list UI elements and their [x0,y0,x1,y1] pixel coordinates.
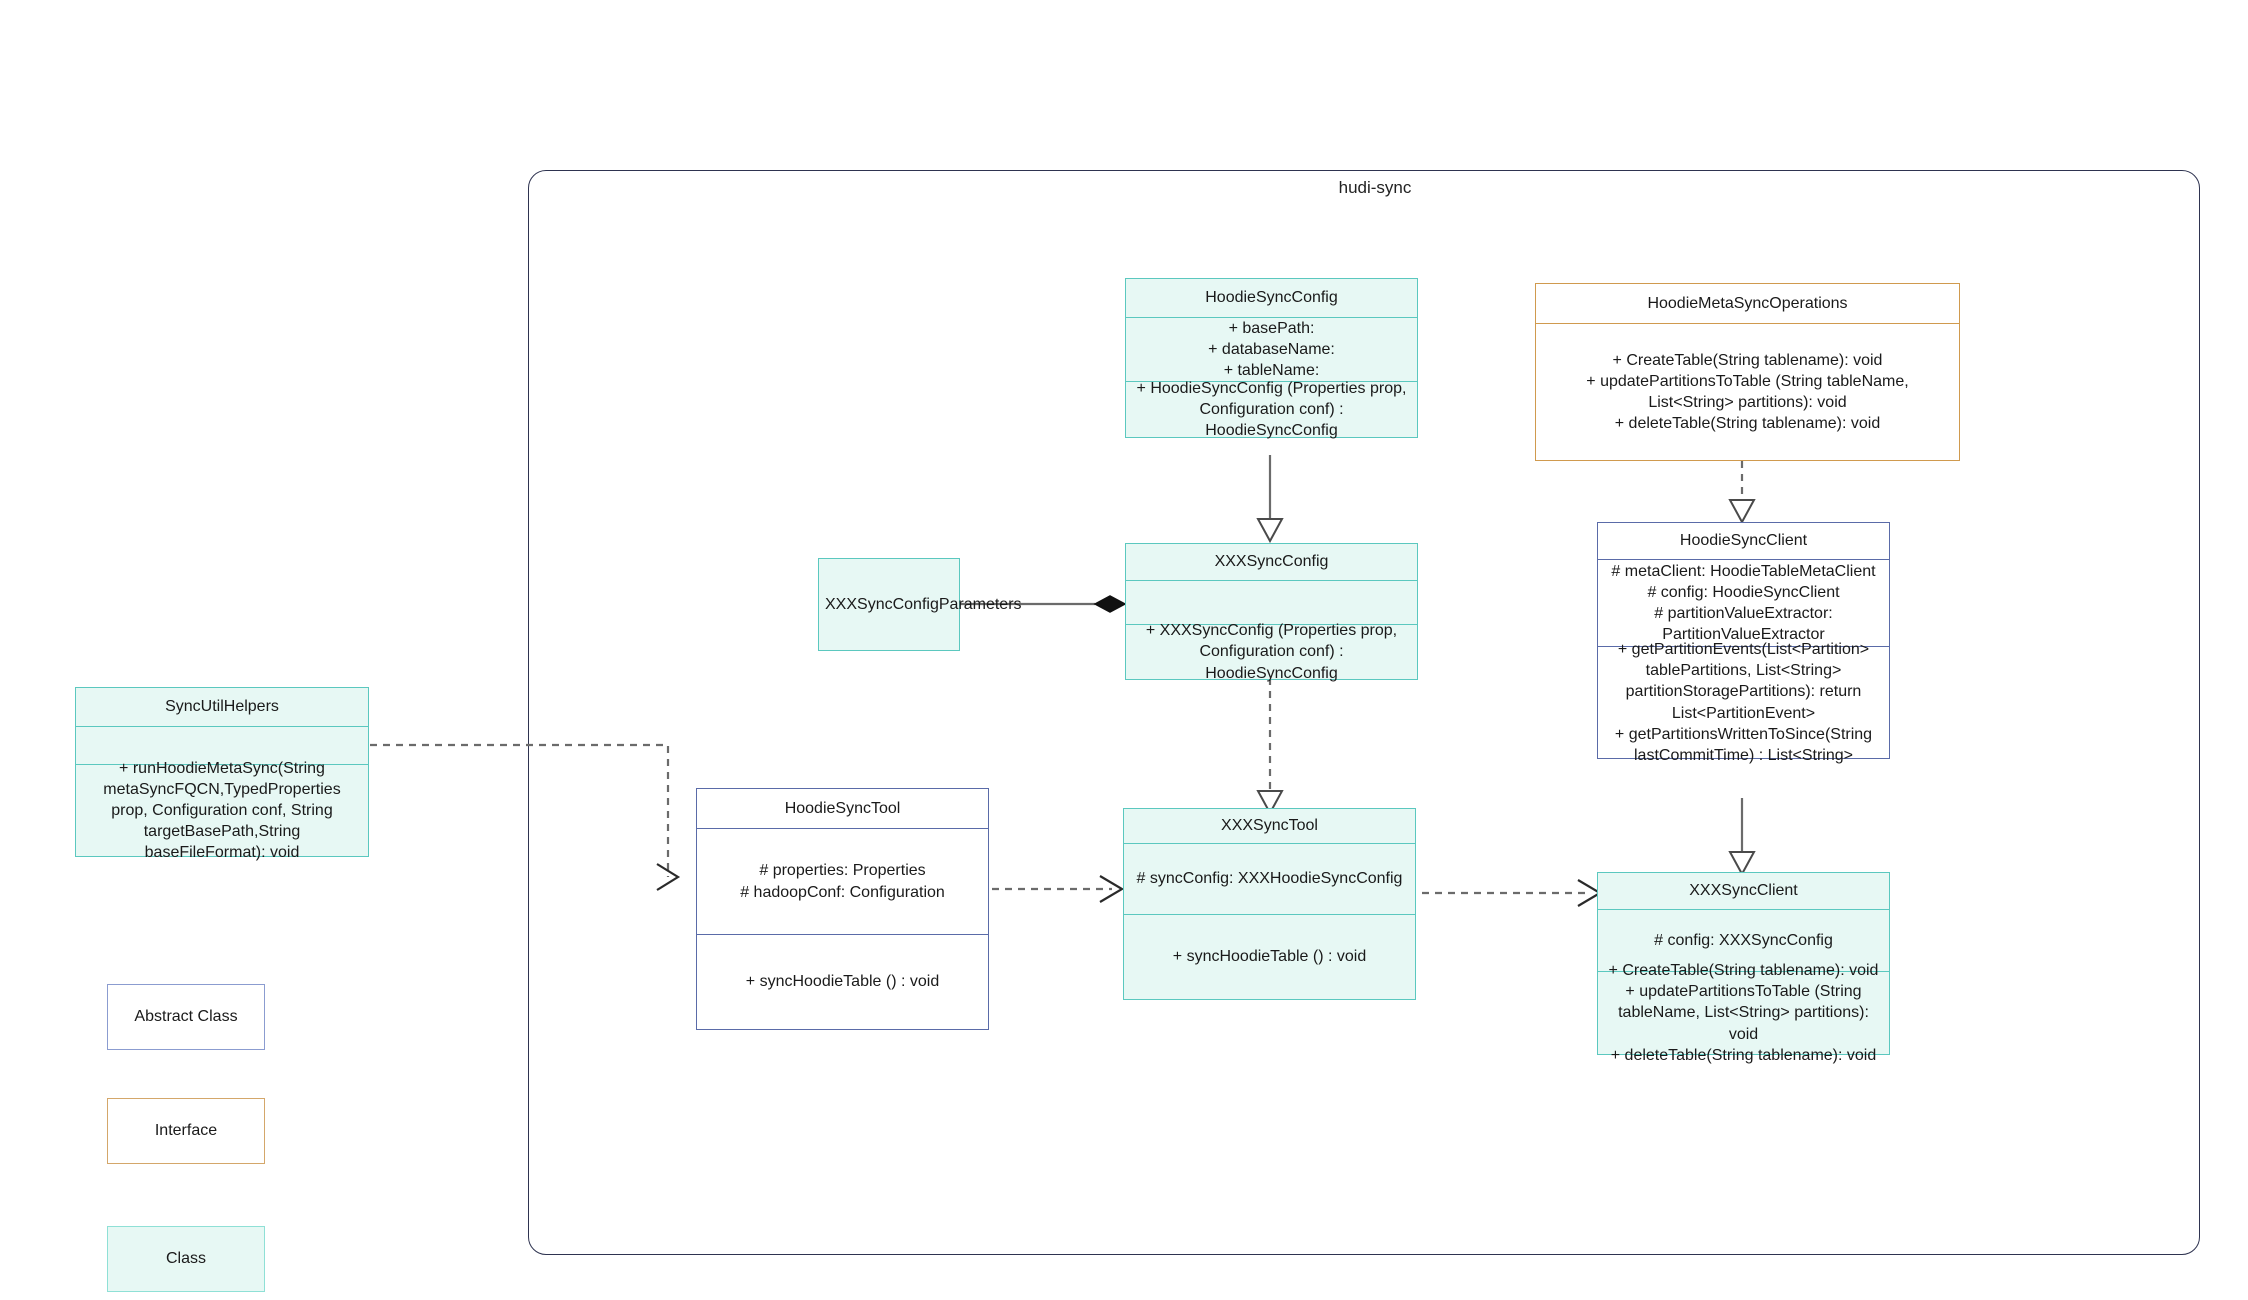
class-xxx-sync-config[interactable]: XXXSyncConfig + XXXSyncConfig (Propertie… [1125,543,1418,682]
class-title: SyncUtilHelpers [165,698,279,716]
class-attributes: # syncConfig: XXXHoodieSyncConfig [1124,843,1415,914]
legend-class: Class [107,1226,265,1292]
class-methods: + getPartitionEvents(List<Partition> tab… [1598,641,1889,764]
method-row: + CreateTable(String tablename): void [1608,962,1879,980]
class-title: XXXSyncConfigParameters [825,595,1022,613]
class-methods: + CreateTable(String tablename): void + … [1598,962,1889,1064]
method-row: + runHoodieMetaSync(String metaSyncFQCN,… [103,759,341,862]
class-xxx-sync-tool[interactable]: XXXSyncTool # syncConfig: XXXHoodieSyncC… [1123,808,1416,1000]
package-hudi-sync [528,170,2200,1255]
class-title: HoodieMetaSyncOperations [1647,294,1848,312]
class-hoodie-meta-sync-operations[interactable]: HoodieMetaSyncOperations + CreateTable(S… [1535,283,1960,461]
attribute-row: # metaClient: HoodieTableMetaClient [1611,562,1876,580]
method-row: + XXXSyncConfig (Properties prop, Config… [1145,622,1398,682]
class-attributes: # metaClient: HoodieTableMetaClient # co… [1598,559,1889,646]
legend-interface: Interface [107,1098,265,1164]
class-hoodie-sync-config[interactable]: HoodieSyncConfig + basePath: + databaseN… [1125,278,1418,439]
attribute-row: # syncConfig: XXXHoodieSyncConfig [1136,870,1403,888]
attribute-row: + basePath: [1228,319,1315,337]
class-xxx-sync-client[interactable]: XXXSyncClient # config: XXXSyncConfig + … [1597,872,1890,1064]
attribute-row: # config: XXXSyncConfig [1654,931,1833,949]
method-row: + getPartitionEvents(List<Partition> tab… [1617,641,1870,722]
attribute-row: # hadoopConf: Configuration [740,883,945,901]
class-attributes: # config: XXXSyncConfig [1598,909,1889,971]
class-methods: + runHoodieMetaSync(String metaSyncFQCN,… [76,760,368,861]
attribute-row: + tableName: [1223,362,1320,380]
class-title: XXXSyncClient [1689,882,1798,900]
class-attributes [76,726,368,764]
class-methods: + CreateTable(String tablename): void + … [1536,323,1959,460]
class-methods: + HoodieSyncConfig (Properties prop, Con… [1126,380,1417,439]
legend-class-label: Class [165,1250,206,1267]
class-methods: + syncHoodieTable () : void [1124,914,1415,999]
legend-abstract-class: Abstract Class [107,984,265,1050]
legend-interface-label: Interface [154,1122,218,1139]
class-title: XXXSyncTool [1221,817,1318,835]
class-title: XXXSyncConfig [1214,553,1329,571]
method-row: + syncHoodieTable () : void [1172,948,1367,966]
attribute-row: # properties: Properties [759,862,926,880]
class-hoodie-sync-client[interactable]: HoodieSyncClient # metaClient: HoodieTab… [1597,522,1890,764]
class-attributes [1126,580,1417,624]
method-row: + deleteTable(String tablename): void [1614,415,1881,433]
method-row: + CreateTable(String tablename): void [1612,351,1883,369]
method-row: + getPartitionsWrittenToSince(String las… [1614,725,1873,764]
class-hoodie-sync-tool[interactable]: HoodieSyncTool # properties: Properties … [696,788,989,1030]
attribute-row: + databaseName: [1208,340,1335,358]
attribute-row: # config: HoodieSyncClient [1647,583,1840,601]
package-title: hudi-sync [1338,178,1412,197]
class-methods: + syncHoodieTable () : void [697,934,988,1029]
attribute-row: # partitionValueExtractor: PartitionValu… [1654,605,1833,644]
class-title: HoodieSyncConfig [1205,289,1338,307]
method-row: + deleteTable(String tablename): void [1610,1046,1877,1064]
class-title: HoodieSyncClient [1679,532,1808,550]
legend-abstract-label: Abstract Class [134,1008,238,1025]
method-row: + syncHoodieTable () : void [745,973,940,991]
class-sync-util-helpers[interactable]: SyncUtilHelpers + runHoodieMetaSync(Stri… [75,687,369,861]
method-row: + updatePartitionsToTable (String tableN… [1586,372,1909,411]
class-title: HoodieSyncTool [784,799,901,817]
class-methods: + XXXSyncConfig (Properties prop, Config… [1126,622,1417,682]
method-row: + HoodieSyncConfig (Properties prop, Con… [1136,379,1407,440]
class-attributes: + basePath: + databaseName: + tableName: [1126,317,1417,381]
method-row: + updatePartitionsToTable (String tableN… [1618,983,1869,1043]
class-xxx-sync-config-parameters[interactable]: XXXSyncConfigParameters [818,558,1022,651]
class-attributes: # properties: Properties # hadoopConf: C… [697,828,988,934]
